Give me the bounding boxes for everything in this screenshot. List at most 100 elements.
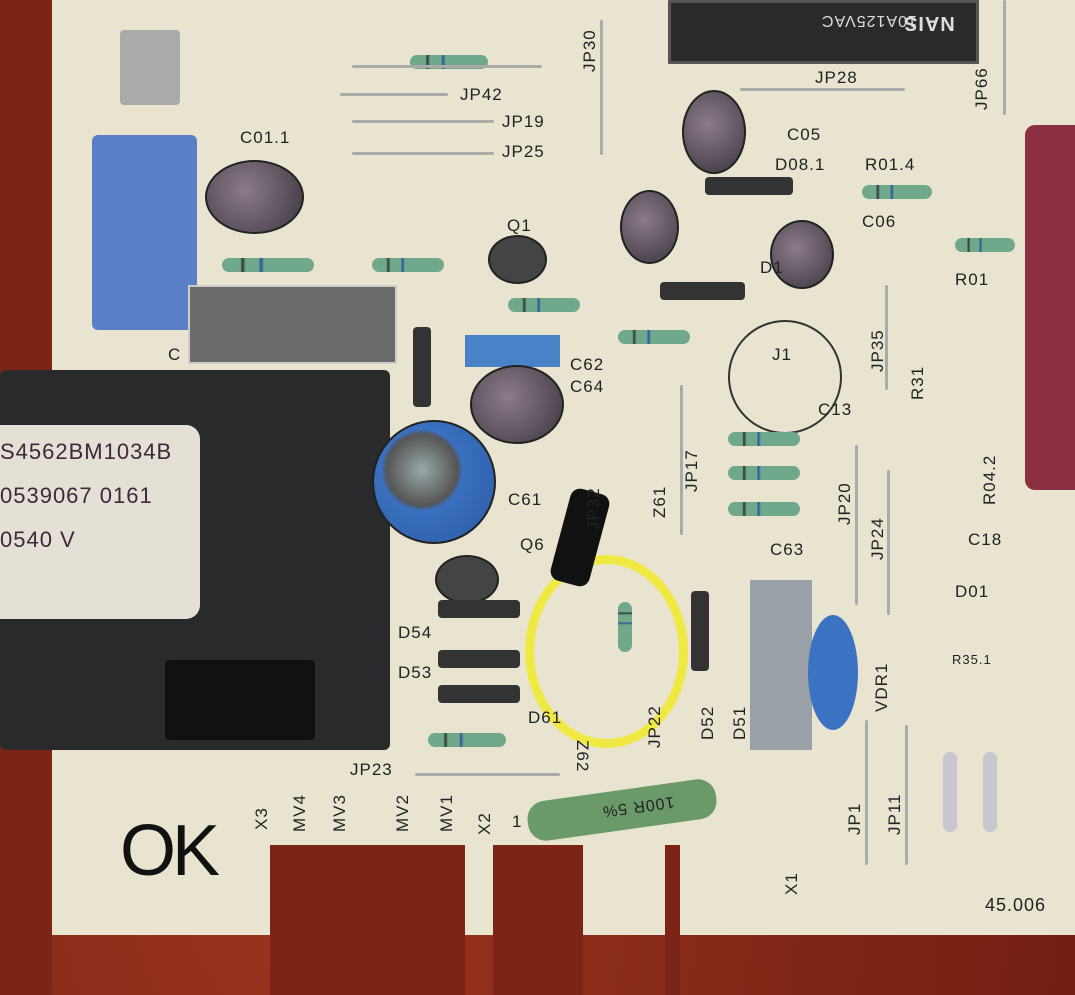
diode	[705, 177, 793, 195]
electrolytic-capacitor	[770, 220, 834, 289]
label-mv1: MV1	[437, 794, 456, 832]
label-jp19: JP19	[502, 112, 545, 131]
label-mv2: MV2	[393, 794, 412, 832]
electrolytic-capacitor	[372, 420, 496, 544]
jumper-wire	[855, 445, 858, 605]
board-slot	[665, 845, 680, 995]
label-vdr1: VDR1	[872, 662, 891, 712]
handwritten-ok: OK	[120, 811, 220, 891]
label-c06: C06	[862, 212, 897, 231]
label-d08-1: D08.1	[775, 155, 826, 174]
electrolytic-capacitor	[682, 90, 746, 174]
label-q6: Q6	[520, 535, 545, 554]
jumper-wire	[352, 120, 494, 123]
label-z62: Z62	[573, 740, 592, 773]
transistor	[435, 555, 499, 604]
label-mv4: MV4	[290, 794, 309, 832]
label-jp23: JP23	[350, 760, 393, 779]
capacitor	[465, 335, 560, 367]
label-jp32: JP32	[584, 487, 603, 530]
diode	[660, 282, 745, 300]
label-jp28: JP28	[815, 68, 858, 87]
jumper-wire	[740, 88, 905, 91]
label-d53: D53	[398, 663, 433, 682]
resistor	[728, 502, 800, 516]
label-d54: D54	[398, 623, 433, 642]
transformer-label: S4562BM1034B 0539067 0161 0540 V	[0, 425, 200, 619]
label-d1: D1	[760, 258, 784, 277]
label-jp20: JP20	[835, 482, 854, 525]
label-d61: D61	[528, 708, 563, 727]
connector	[1025, 125, 1075, 490]
jumper-wire	[352, 65, 542, 68]
board-cutout	[493, 845, 583, 995]
resistor	[728, 432, 800, 446]
resistor	[728, 466, 800, 480]
resistor	[618, 330, 690, 344]
label-c01-1: C01.1	[240, 128, 291, 147]
film-capacitor	[92, 135, 197, 330]
label-jp66: JP66	[972, 67, 991, 110]
label-jp25: JP25	[502, 142, 545, 161]
label-jp42: JP42	[460, 85, 503, 104]
label-r31: R31	[908, 365, 927, 400]
label-q1: Q1	[507, 216, 532, 235]
label-jp35: JP35	[868, 329, 887, 372]
resistor	[943, 752, 957, 832]
part-number: S4562BM1034B	[0, 439, 173, 464]
jumper-wire	[340, 93, 448, 96]
label-c61: C61	[508, 490, 543, 509]
jumper-wire	[352, 152, 494, 155]
label-c62: C62	[570, 355, 605, 374]
jumper-wire	[680, 385, 683, 535]
label-pin-1: 1	[512, 812, 523, 831]
label-r04-2: R04.2	[980, 454, 999, 505]
jumper-wire	[887, 470, 890, 615]
resistor	[618, 602, 632, 652]
transistor	[488, 235, 547, 284]
label-c63: C63	[770, 540, 805, 559]
diode	[413, 327, 431, 407]
varistor	[808, 615, 858, 730]
jumper-wire	[905, 725, 908, 865]
label-d52: D52	[698, 705, 717, 740]
resistor	[955, 238, 1015, 252]
board-code: 45.006	[985, 895, 1047, 915]
diode	[691, 591, 709, 671]
label-d51: D51	[730, 705, 749, 740]
electrolytic-capacitor	[620, 190, 679, 264]
label-z61: Z61	[650, 485, 669, 518]
label-c64: C64	[570, 377, 605, 396]
electrolytic-capacitor	[205, 160, 304, 234]
label-x3: X3	[252, 807, 271, 830]
serial-number: 0539067 0161	[0, 483, 153, 508]
label-c: C	[168, 345, 182, 364]
resistor	[862, 185, 932, 199]
resistor	[983, 752, 997, 832]
label-c05: C05	[787, 125, 822, 144]
power-resistor-value: 100R 5%	[600, 792, 676, 820]
label-j1: J1	[772, 345, 792, 364]
electrolytic-capacitor	[470, 365, 564, 444]
relay-brand: NAIS	[903, 12, 955, 34]
resistor	[508, 298, 580, 312]
label-jp17: JP17	[682, 449, 701, 492]
connector-terminal	[165, 660, 315, 740]
jumper-wire	[600, 20, 603, 155]
regulator-tab	[120, 30, 180, 105]
capacitor-block	[750, 580, 812, 750]
jumper-wire	[1003, 0, 1006, 115]
label-r01: R01	[955, 270, 990, 289]
board-cutout	[270, 845, 465, 995]
relay: 10A125VAC NAIS	[668, 0, 979, 64]
label-jp11: JP11	[885, 793, 904, 836]
label-d01: D01	[955, 582, 990, 601]
label-r01-4: R01.4	[865, 155, 916, 174]
inductor	[188, 285, 397, 364]
diode	[438, 600, 520, 618]
label-jp30: JP30	[580, 29, 599, 72]
jumper-wire	[415, 773, 560, 776]
highlight-circle	[525, 555, 688, 748]
jumper-wire	[865, 720, 868, 865]
label-r35-1: R35.1	[952, 652, 992, 667]
